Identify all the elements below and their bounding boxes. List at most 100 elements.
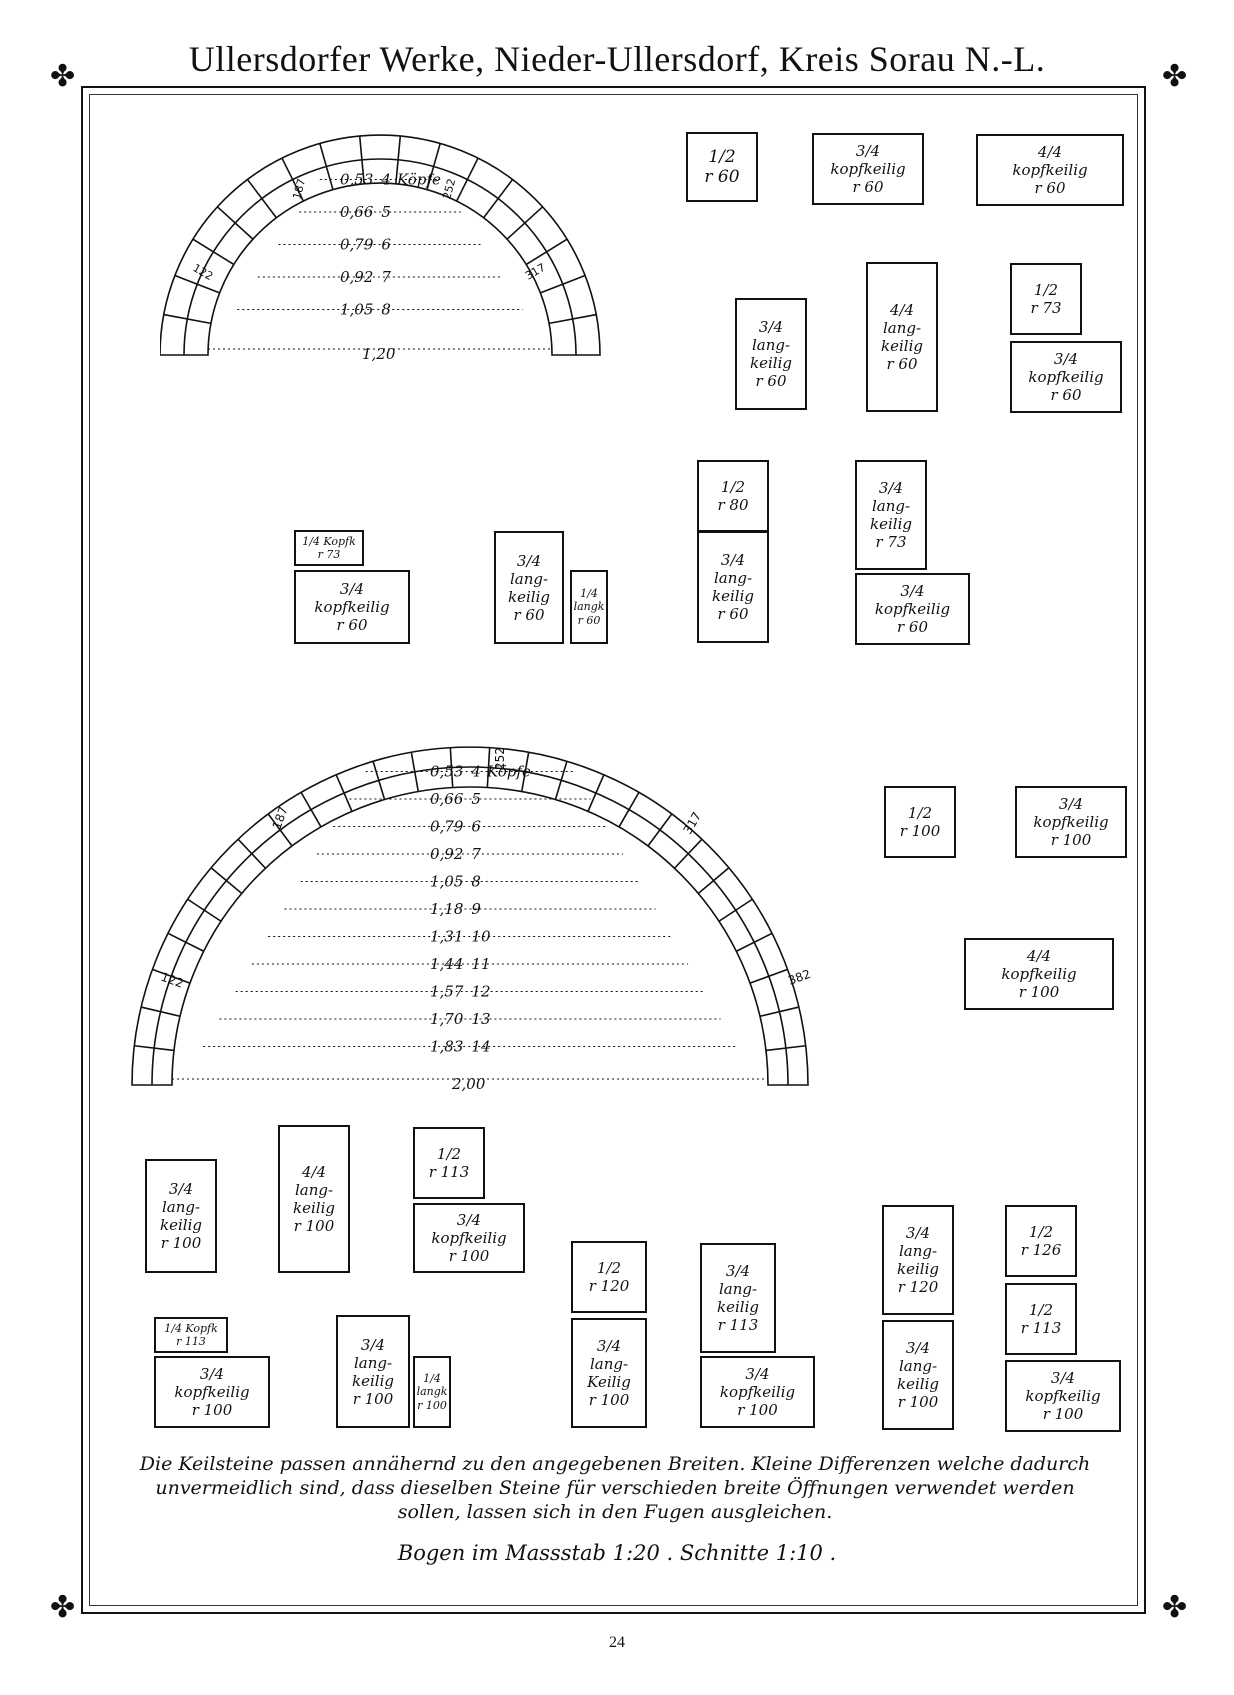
arch-brick-joint: [210, 867, 243, 895]
arch-course-line: [183, 158, 577, 356]
brick-shape-label: 1/2: [436, 1145, 462, 1163]
brick-shape-label: 3/4: [596, 1337, 622, 1355]
brick-shape-label: 3/4: [720, 551, 746, 569]
arch-brick-joint: [267, 813, 293, 847]
arch-bricks: [160, 134, 601, 356]
brick-shape-label: r 100: [1018, 983, 1060, 1001]
brick-shape-label: lang-: [871, 497, 911, 515]
arch-brick-joint: [506, 206, 544, 240]
note-line-3: sollen, lassen sich in den Fugen ausglei…: [397, 1501, 833, 1523]
brick-shape-label: r 100: [191, 1401, 233, 1419]
dimension-label-382: 382: [786, 967, 812, 988]
brick-shape-label: keilig: [160, 1216, 202, 1234]
brick-shape-label: r 126: [1020, 1241, 1062, 1259]
arch-brick-joint: [281, 157, 305, 202]
arch-brick-joint: [163, 313, 212, 325]
brick-shape-label: lang-: [718, 1280, 758, 1298]
brick-shape-label: lang-: [589, 1355, 629, 1373]
arch-brick-joint: [300, 791, 322, 828]
arch-brick-joint: [395, 135, 402, 184]
brick-shape-label: 1/2: [1028, 1223, 1054, 1241]
arch-brick-joint: [319, 143, 334, 190]
dimension-label-317: 317: [680, 810, 704, 837]
brick-shape-label: lang-: [713, 569, 753, 587]
brick-shape-label: r 100: [1042, 1405, 1084, 1423]
brick-shape-label: 4/4: [889, 301, 915, 319]
brick-shape-label: kopfkeilig: [314, 598, 390, 616]
arch-outline: [160, 134, 601, 356]
brick-shape-label: 3/4: [1053, 350, 1079, 368]
arch-brick-joint: [455, 157, 479, 202]
arch-brick-joint: [735, 932, 773, 952]
arch-brick-joint: [152, 968, 191, 984]
brick-shape-label: r 60: [717, 605, 749, 623]
brick-shape-label: lang-: [353, 1353, 393, 1372]
arch-brick-joint: [765, 1044, 806, 1052]
brick-shape-label: 1/4: [423, 1372, 441, 1386]
brick-shape-label: r 60: [886, 355, 918, 373]
brick-shape-label: r 100: [448, 1247, 490, 1265]
brick-shape-label: 1/2: [1033, 281, 1059, 299]
brick-shape-label: lang-: [509, 569, 549, 588]
arch-brick-joint: [192, 238, 235, 266]
brick-shape-label: kopfkeilig: [174, 1383, 250, 1401]
arch-brick-joint: [216, 206, 254, 240]
brick-shape-label: r 120: [588, 1277, 630, 1295]
brick-shape-label: keilig: [881, 337, 923, 355]
brick-shape-label: 3/4: [745, 1365, 770, 1383]
arch-brick-joint: [410, 751, 420, 792]
page-number: 24: [609, 1634, 625, 1651]
arch-brick-joint: [174, 274, 220, 294]
brick-shape-label: keilig: [352, 1371, 394, 1390]
brick-shape-label: kopfkeilig: [1028, 368, 1104, 386]
brick-shape-label: Keilig: [587, 1373, 631, 1391]
brick-shape-label: r 60: [577, 613, 601, 627]
arch-dimension-lines: [172, 771, 768, 1080]
arch-brick-joint: [618, 791, 640, 828]
brick-shape-label: 1/4 Kopfk: [164, 1321, 218, 1335]
brick-shape-label: 1/2: [720, 478, 746, 496]
note-line-1: Die Keilsteine passen annähernd zu den a…: [139, 1453, 1091, 1475]
brick-shape-label: lang-: [751, 336, 791, 354]
dimension-label-252: 252: [440, 177, 458, 201]
brick-shape-label: r 100: [417, 1398, 447, 1412]
dimension-label-252: 252: [493, 747, 507, 770]
brick-shape-label: lang-: [898, 1357, 938, 1375]
outer-frame: [81, 86, 1146, 1614]
brick-shape-label: r 60: [704, 167, 740, 187]
brick-shape-label: kopfkeilig: [1025, 1387, 1101, 1405]
brick-shape-label: 4/4: [301, 1163, 327, 1181]
brick-shape-label: kopfkeilig: [874, 600, 951, 618]
brick-shape-label: 3/4: [900, 582, 925, 600]
arch-brick-joint: [749, 968, 788, 984]
arch-brick-joint: [520, 751, 530, 792]
brick-shape-label: r 60: [852, 178, 884, 196]
brick-shape-label: 3/4: [1058, 795, 1084, 813]
dimension-label-187: 187: [290, 177, 308, 201]
brick-shape-label: r 73: [1030, 299, 1062, 317]
brick-shape-label: r 113: [717, 1316, 759, 1334]
brick-shape-label: r 60: [1034, 179, 1066, 197]
brick-shape-label: r 73: [317, 548, 341, 561]
arch-brick-joint: [167, 932, 205, 952]
brick-shape-label: 3/4: [905, 1224, 931, 1242]
